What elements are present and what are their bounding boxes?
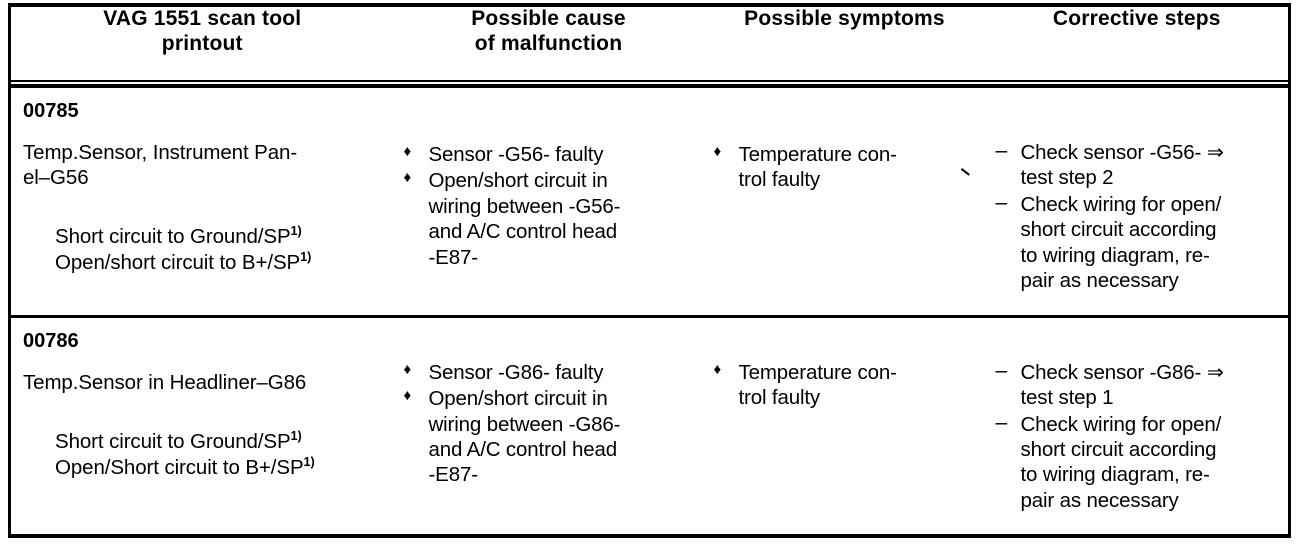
list-item-line: test step 1 (1020, 386, 1114, 410)
sub-condition-line: Open/Short circuit to B+/SP1) (55, 454, 315, 479)
list-item-line: trol faulty (738, 168, 821, 192)
list-item-line: Check sensor -G56- ⇒ (1020, 141, 1224, 164)
header-line: VAG 1551 scan tool (103, 7, 302, 30)
list-item-line: to wiring diagram, re- (1020, 243, 1210, 267)
dash-bullet-icon: – (995, 190, 1008, 214)
list-item: – Check sensor -G56- ⇒ test step 2 (995, 139, 1281, 191)
list-item: – Check sensor -G86- ⇒ test step 1 (995, 358, 1281, 411)
column-header-corrective-steps: Corrective steps (985, 5, 1290, 79)
list-item-line: pair as necessary (1020, 488, 1179, 512)
list-item-line: -E87- (428, 245, 479, 269)
footnote-marker: 1) (290, 223, 302, 239)
table-row: 00785 Temp.Sensor, Instrument Pan- el–G5… (9, 88, 1290, 317)
list-item-line: Check wiring for open/ (1020, 192, 1222, 216)
cell-corrective-steps: – Check sensor -G86- ⇒ test step 1 – Che… (985, 314, 1290, 536)
header-rule-cell (9, 79, 1290, 88)
table-row: 00786 Temp.Sensor in Headliner–G86 Short… (9, 314, 1290, 536)
list-item-line: Temperature con- (738, 360, 897, 384)
fault-sub-conditions: Short circuit to Ground/SP1) Open/Short … (55, 429, 386, 481)
dash-bullet-icon: – (995, 139, 1008, 162)
fault-code: 00786 (23, 329, 79, 352)
diamond-bullet-icon: ♦ (403, 360, 412, 378)
cell-corrective-steps: – Check sensor -G56- ⇒ test step 2 – Che… (985, 88, 1290, 317)
list-item-line: and A/C control head (428, 220, 618, 244)
column-header-possible-cause: Possible cause of malfunction (393, 5, 704, 79)
sub-condition-line: Short circuit to Ground/SP1) (55, 223, 302, 248)
list-item-line: wiring between -G56- (428, 194, 621, 218)
list-item: ♦ Sensor -G86- faulty (404, 360, 696, 385)
diamond-bullet-icon: ♦ (403, 169, 412, 187)
list-item-line: short circuit according (1020, 437, 1217, 461)
list-item-line: trol faulty (738, 386, 821, 410)
diamond-bullet-icon: ♦ (713, 360, 722, 378)
fault-description: Temp.Sensor, Instrument Pan- el–G56 (23, 140, 386, 190)
dash-bullet-icon: – (995, 358, 1008, 382)
diamond-bullet-icon: ♦ (403, 143, 412, 160)
double-rule (11, 79, 1288, 88)
list-item-line: -E87- (428, 463, 479, 487)
sub-condition-line: Short circuit to Ground/SP1) (55, 427, 302, 453)
fault-code-table: VAG 1551 scan tool printout Possible cau… (8, 3, 1291, 538)
table-body: 00785 Temp.Sensor, Instrument Pan- el–G5… (9, 79, 1290, 536)
diamond-bullet-icon: ♦ (713, 143, 722, 160)
header-line: printout (161, 31, 243, 55)
description-line: el–G56 (23, 166, 89, 189)
possible-cause-list: ♦ Sensor -G56- faulty ♦ Open/short circu… (404, 142, 696, 270)
possible-cause-list: ♦ Sensor -G86- faulty ♦ Open/short circu… (404, 360, 696, 488)
footnote-marker: 1) (300, 249, 312, 265)
list-item-line: short circuit according (1020, 218, 1217, 242)
list-item: ♦ Open/short circuit in wiring between -… (404, 386, 696, 488)
cell-possible-symptoms: ♦ Temperature con- trol faulty (703, 88, 986, 317)
column-header-scan-tool-printout: VAG 1551 scan tool printout (9, 5, 394, 79)
header-line: of malfunction (474, 31, 623, 55)
cell-scan-tool-printout: 00786 Temp.Sensor in Headliner–G86 Short… (9, 314, 394, 536)
list-item: ♦ Temperature con- trol faulty (714, 142, 978, 193)
list-item-line: and A/C control head (428, 437, 618, 461)
corrective-steps-list: – Check sensor -G56- ⇒ test step 2 – Che… (995, 139, 1281, 294)
list-item-line: Check wiring for open/ (1020, 412, 1222, 436)
possible-symptoms-list: ♦ Temperature con- trol faulty (714, 142, 978, 193)
header-line: Possible cause (471, 7, 626, 30)
dash-bullet-icon: – (995, 410, 1008, 434)
list-item-line: Sensor -G86- faulty (428, 360, 604, 384)
header-row: VAG 1551 scan tool printout Possible cau… (9, 5, 1290, 79)
list-item-line: to wiring diagram, re- (1020, 463, 1210, 487)
list-item-line: Open/short circuit in (428, 387, 608, 411)
header-line: Corrective steps (1052, 7, 1221, 30)
description-line: Temp.Sensor, Instrument Pan- (23, 141, 298, 164)
list-item-line: wiring between -G86- (428, 412, 621, 436)
list-item: ♦ Temperature con- trol faulty (714, 360, 978, 411)
corrective-steps-list: – Check sensor -G86- ⇒ test step 1 – Che… (995, 358, 1281, 514)
cell-scan-tool-printout: 00785 Temp.Sensor, Instrument Pan- el–G5… (9, 88, 394, 317)
list-item-line: pair as necessary (1020, 269, 1179, 293)
description-line: Temp.Sensor in Headliner–G86 (23, 370, 307, 394)
list-item: – Check wiring for open/ short circuit a… (995, 410, 1281, 514)
header-double-rule-row (9, 79, 1290, 88)
fault-sub-conditions: Short circuit to Ground/SP1) Open/short … (55, 224, 386, 276)
fault-code: 00785 (23, 100, 79, 122)
list-item: ♦ Sensor -G56- faulty (404, 142, 696, 167)
list-item: – Check wiring for open/ short circuit a… (995, 190, 1281, 294)
list-item-line: test step 2 (1020, 166, 1114, 190)
cell-possible-symptoms: ♦ Temperature con- trol faulty (703, 314, 986, 536)
list-item-line: Open/short circuit in (428, 169, 608, 193)
diamond-bullet-icon: ♦ (403, 387, 412, 405)
cell-possible-cause: ♦ Sensor -G56- faulty ♦ Open/short circu… (393, 88, 704, 317)
list-item-line: Sensor -G56- faulty (428, 143, 604, 166)
column-header-possible-symptoms: Possible symptoms (703, 5, 986, 79)
sub-condition-line: Open/short circuit to B+/SP1) (55, 249, 312, 275)
list-item-line: Check sensor -G86- ⇒ (1020, 360, 1224, 384)
list-item-line: Temperature con- (738, 143, 897, 166)
table-header: VAG 1551 scan tool printout Possible cau… (9, 5, 1290, 79)
footnote-marker: 1) (290, 427, 302, 443)
cell-possible-cause: ♦ Sensor -G86- faulty ♦ Open/short circu… (393, 314, 704, 536)
list-item: ♦ Open/short circuit in wiring between -… (404, 168, 696, 270)
header-line: Possible symptoms (744, 7, 945, 30)
footnote-marker: 1) (303, 454, 315, 470)
fault-description: Temp.Sensor in Headliner–G86 (23, 370, 386, 395)
possible-symptoms-list: ♦ Temperature con- trol faulty (714, 360, 978, 411)
